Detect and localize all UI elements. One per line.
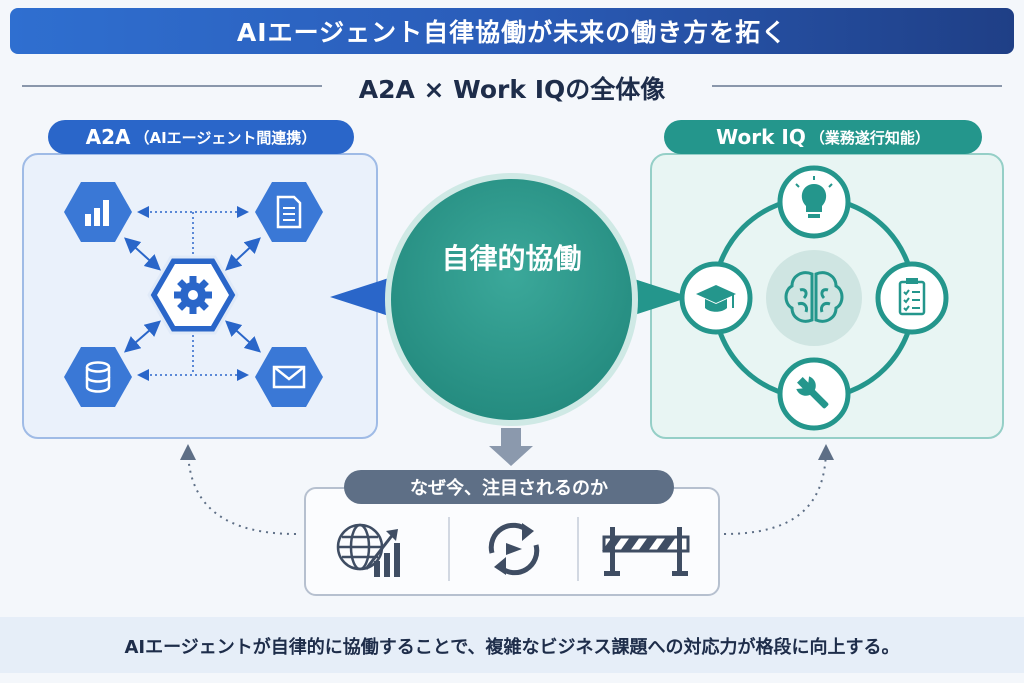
a2a-title: A2A bbox=[85, 125, 131, 149]
header-banner: AIエージェント自律協働が未来の働き方を拓く bbox=[10, 8, 1014, 54]
graduation-cap-icon bbox=[679, 261, 753, 335]
refresh-icon bbox=[488, 522, 540, 576]
footer-bar: AIエージェントが自律的に協働することで、複雑なビジネス課題への対応力が格段に向… bbox=[0, 617, 1024, 673]
subheading-rule-left bbox=[22, 85, 322, 87]
dotted-curve-left bbox=[180, 444, 297, 535]
workiq-title: Work IQ bbox=[716, 125, 806, 149]
footer-text: AIエージェントが自律的に協働することで、複雑なビジネス課題への対応力が格段に向… bbox=[124, 637, 900, 658]
subheading-rule-right bbox=[712, 85, 1002, 87]
dotted-curve-right bbox=[723, 444, 834, 535]
gear-icon bbox=[147, 255, 239, 335]
why-now-tab: なぜ今、注目されるのか bbox=[344, 470, 674, 504]
down-arrow bbox=[489, 428, 533, 466]
center-title: 自律的協働 bbox=[441, 242, 582, 275]
autonomous-collaboration-circle: 自律的協働 bbox=[385, 173, 638, 426]
a2a-dotted-connectors bbox=[137, 206, 249, 381]
a2a-subtitle: （AIエージェント間連携） bbox=[134, 128, 317, 147]
subheading: A2A × Work IQの全体像 bbox=[358, 75, 666, 104]
wrench-icon bbox=[777, 357, 851, 431]
center-to-right-arrow bbox=[625, 276, 690, 318]
header-title: AIエージェント自律協働が未来の働き方を拓く bbox=[236, 18, 788, 47]
why-now-title: なぜ今、注目されるのか bbox=[410, 478, 608, 499]
workiq-subtitle: （業務遂行知能） bbox=[809, 128, 930, 147]
subheading-row: A2A × Work IQの全体像 bbox=[0, 66, 1024, 106]
lightbulb-icon bbox=[777, 165, 851, 239]
clipboard-checklist-icon bbox=[875, 261, 949, 335]
brain-icon bbox=[784, 271, 844, 323]
barrier-icon bbox=[602, 527, 690, 576]
globe-growth-icon bbox=[336, 523, 400, 577]
a2a-solid-connectors bbox=[123, 237, 261, 353]
left-to-center-arrow bbox=[330, 276, 395, 318]
why-now-icons bbox=[336, 517, 690, 581]
why-now-box bbox=[304, 487, 720, 596]
mail-icon bbox=[255, 347, 323, 407]
database-icon bbox=[64, 347, 132, 407]
bar-chart-icon bbox=[64, 182, 132, 242]
a2a-tab: A2A （AIエージェント間連携） bbox=[48, 120, 354, 154]
workiq-tab: Work IQ （業務遂行知能） bbox=[664, 120, 982, 154]
document-icon bbox=[255, 182, 323, 242]
